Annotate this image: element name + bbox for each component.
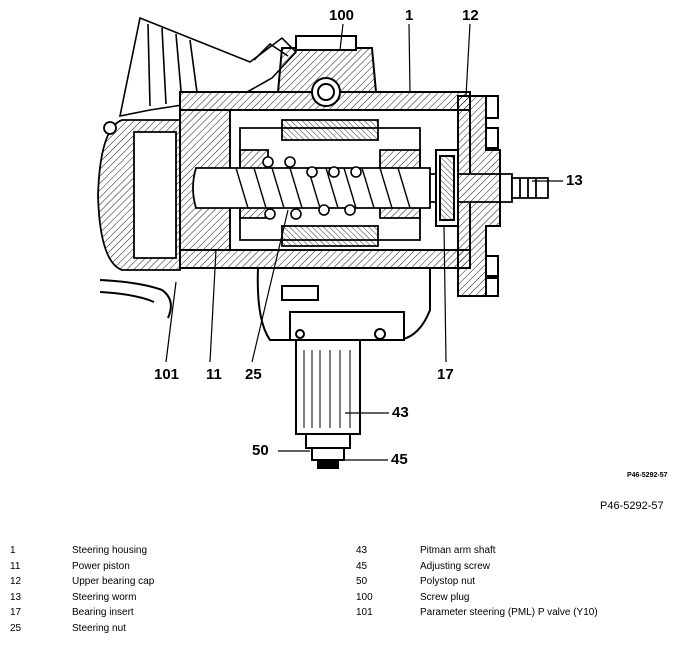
legend-number: 100	[356, 591, 373, 603]
legend-label: Steering housing	[72, 545, 148, 556]
legend-label: Upper bearing cap	[72, 576, 155, 588]
legend-number: 50	[356, 576, 368, 588]
recirculating-balls	[262, 156, 362, 220]
callout-13: 13	[566, 172, 583, 189]
image-code: P46-5292-57	[600, 500, 664, 512]
callout-101: 101	[154, 366, 180, 383]
callout-25: 25	[245, 366, 262, 383]
parts-legend: 1 Steering housing 11 Power piston 12 Up…	[0, 543, 688, 643]
callout-12: 12	[462, 7, 479, 24]
callout-17: 17	[437, 366, 454, 383]
pitman-shaft-housing	[256, 267, 431, 341]
upper-bearing-cap	[435, 95, 501, 297]
callout-100: 100	[329, 7, 355, 24]
legend-column-right: 43 Pitman arm shaft 45 Adjusting screw 5…	[340, 543, 688, 621]
legend-label: Bearing insert	[72, 607, 134, 619]
legend-item: 25 Steering nut	[0, 621, 340, 637]
legend-item: 13 Steering worm	[0, 590, 340, 606]
legend-number: 11	[10, 560, 21, 572]
callout-1: 1	[405, 7, 414, 24]
callout-11: 11	[206, 366, 222, 383]
legend-item: 100 Screw plug	[340, 590, 688, 606]
legend-item: 1 Steering housing	[0, 543, 340, 559]
pitman-arm-shaft	[295, 339, 361, 469]
legend-label: Power piston	[72, 560, 130, 572]
leader-lines	[165, 23, 563, 461]
legend-number: 1	[10, 545, 16, 556]
legend-item: 43 Pitman arm shaft	[340, 543, 688, 559]
steering-gear-cross-section-figure: 100 1 12 13 101 11 25 17 43 50 45 P46-52…	[97, 7, 668, 479]
callout-50: 50	[252, 442, 269, 459]
legend-label: Parameter steering (PML) P valve (Y10)	[420, 607, 598, 619]
legend-label: Pitman arm shaft	[420, 545, 496, 556]
legend-label: Steering worm	[72, 591, 137, 603]
legend-item: 17 Bearing insert	[0, 605, 340, 621]
legend-number: 43	[356, 545, 368, 556]
legend-number: 45	[356, 560, 368, 572]
legend-label: Screw plug	[420, 591, 470, 603]
legend-item: 45 Adjusting screw	[340, 559, 688, 575]
legend-label: Adjusting screw	[420, 560, 491, 572]
legend-number: 25	[10, 622, 22, 634]
legend-number: 101	[356, 607, 373, 619]
callout-45: 45	[391, 451, 408, 468]
legend-number: 17	[10, 607, 22, 619]
legend-item: 12 Upper bearing cap	[0, 574, 340, 590]
callout-43: 43	[392, 404, 409, 421]
legend-number: 13	[10, 591, 22, 603]
legend-label: Steering nut	[72, 622, 126, 634]
legend-column-left: 1 Steering housing 11 Power piston 12 Up…	[0, 543, 340, 637]
mounting-bracket	[118, 16, 298, 118]
left-end-cover	[97, 119, 181, 319]
legend-number: 12	[10, 576, 22, 588]
legend-item: 101 Parameter steering (PML) P valve (Y1…	[340, 605, 688, 621]
image-code-small: P46-5292-57	[627, 472, 668, 479]
steering-gear-drawing	[97, 16, 563, 469]
legend-item: 11 Power piston	[0, 559, 340, 575]
legend-label: Polystop nut	[420, 576, 476, 588]
legend-item: 50 Polystop nut	[340, 574, 688, 590]
